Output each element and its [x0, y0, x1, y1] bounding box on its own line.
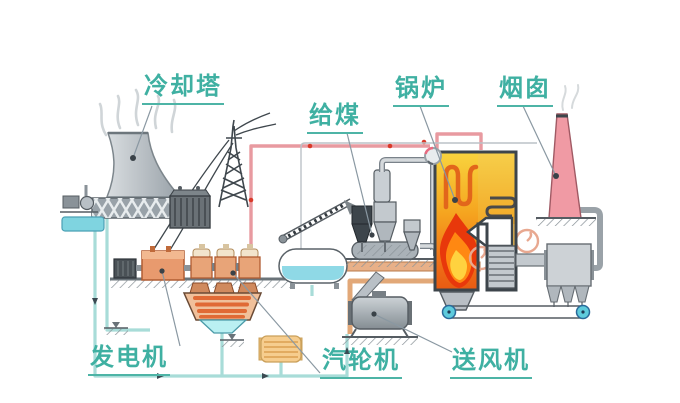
deaerator-tank [278, 248, 348, 289]
exciter [113, 258, 143, 279]
pipe-supports [104, 322, 244, 347]
main-steam-pipe [249, 132, 483, 252]
boiler [424, 146, 540, 311]
air-heater-ladder [486, 245, 517, 289]
superheater-coil [443, 164, 479, 210]
label-steam-turbine: 汽轮机 [320, 347, 402, 380]
label-chimney: 烟囱 [497, 75, 553, 108]
exhaust-trunks [189, 282, 259, 294]
leader-dots [130, 155, 559, 317]
label-generator: 发电机 [88, 344, 170, 377]
label-coal-feed: 给煤 [307, 102, 363, 135]
condenser [182, 292, 263, 334]
small-cyclone [403, 219, 421, 251]
transformer [169, 186, 211, 229]
coal-bunker [373, 201, 397, 242]
label-forced-draft-fan: 送风机 [450, 347, 532, 380]
chimney [536, 84, 596, 226]
transmission-pylon [218, 119, 249, 208]
feedwater-heater [258, 335, 303, 363]
steam-flow-dots [248, 139, 427, 203]
steam-turbine-sections [190, 244, 261, 279]
generator-unit [141, 246, 191, 281]
chimney-smoke [561, 84, 580, 111]
island-boundary-line [300, 142, 537, 268]
electrostatic-precipitator [544, 207, 603, 307]
forced-draft-fan [342, 291, 418, 345]
mill-riser-column [373, 169, 391, 203]
coal-conveyor-incline [278, 198, 357, 244]
economizer-coil [485, 196, 517, 218]
label-cooling-tower: 冷却塔 [142, 73, 224, 106]
boiler-outline [433, 150, 518, 292]
air-heater-swirl-right [514, 228, 540, 254]
esp-inlet-duct [515, 253, 547, 267]
power-lines [153, 112, 277, 251]
steam-plume [98, 88, 177, 137]
label-boiler: 锅炉 [393, 75, 449, 108]
circulating-pump [60, 185, 98, 213]
water-basin [61, 216, 105, 232]
coal-cyclone-dark [351, 205, 373, 243]
leader-lines [132, 105, 557, 374]
ash-conveyor-belt [441, 304, 591, 320]
